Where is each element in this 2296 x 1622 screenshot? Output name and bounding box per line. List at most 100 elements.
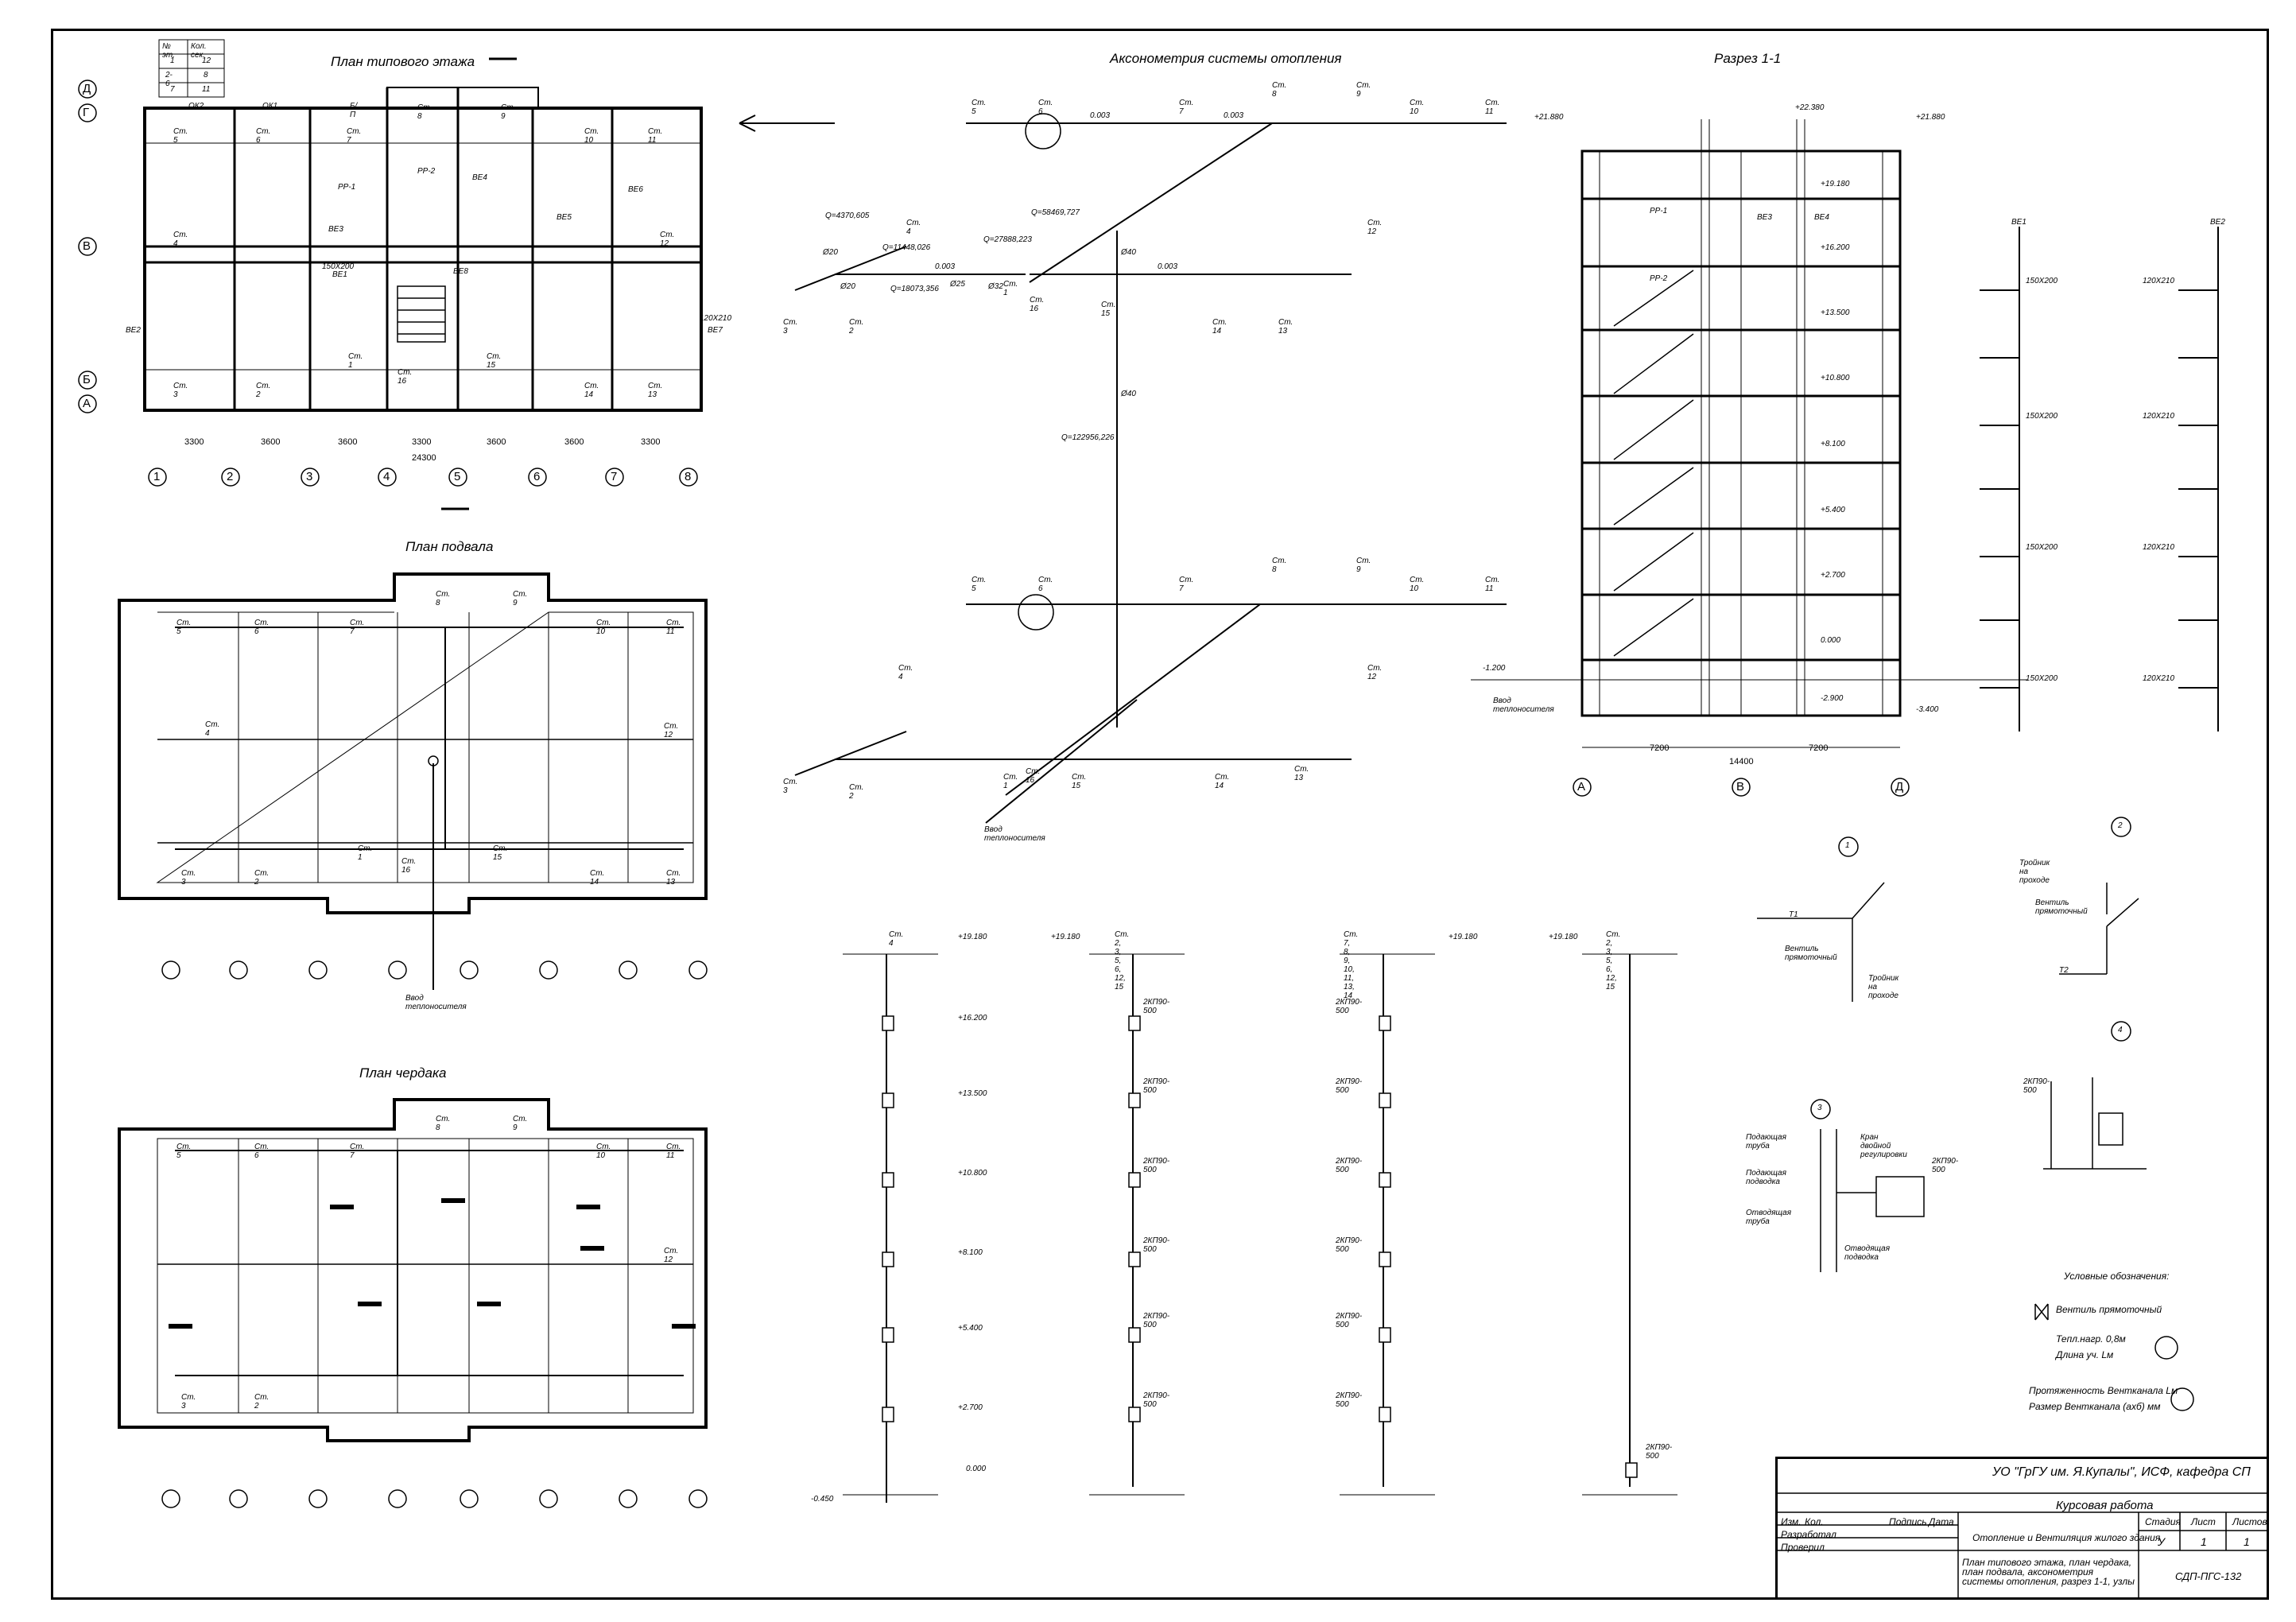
plan-label: ВЕ1 bbox=[332, 270, 347, 279]
stamp-sheet-desc: План типового этажа, план чердака, план … bbox=[1962, 1557, 2135, 1587]
axo-load: Q=4370,605 bbox=[825, 211, 870, 220]
stamp-role: Разработал bbox=[1781, 1529, 1836, 1540]
axis-4: 4 bbox=[383, 470, 390, 483]
stamp-stage-val: 1 bbox=[2244, 1535, 2250, 1548]
section-riser: РР-2 bbox=[1650, 274, 1668, 283]
plan-label: 120Х210 bbox=[700, 314, 732, 323]
title-block: УО "ГрГУ им. Я.Купалы", ИСФ, кафедра СП … bbox=[1775, 1457, 2269, 1600]
duct-size: 150Х200 bbox=[2026, 674, 2058, 683]
axis-6: 6 bbox=[533, 470, 541, 483]
axo-riser-lower: Ст. 9 bbox=[1356, 557, 1371, 574]
duct-riser-title: ВЕ1 bbox=[2011, 218, 2026, 227]
legend-item: Тепл.нагр. 0,8м bbox=[2056, 1333, 2126, 1345]
duct-size: 150Х200 bbox=[2026, 277, 2058, 285]
axo-slope: 0.003 bbox=[1224, 111, 1244, 120]
riser-diagrams bbox=[843, 953, 1677, 1503]
detail-label: Тройник на проходе bbox=[2019, 859, 2050, 885]
section-inlet: Ввод теплоносителя bbox=[1493, 697, 1554, 714]
stamp-role: Проверил bbox=[1781, 1542, 1825, 1553]
attic-riser: Ст. 8 bbox=[436, 1115, 451, 1132]
room-label: Ст. 4 bbox=[173, 231, 188, 248]
plan-label: Б/П bbox=[350, 102, 358, 119]
plan-label: ВЕ4 bbox=[472, 173, 487, 182]
axis-5: 5 bbox=[454, 470, 461, 483]
riser-level: +2.700 bbox=[958, 1403, 983, 1412]
stamp-stage-hdr: Стадия bbox=[2145, 1516, 2181, 1527]
stamp-col: Кол. bbox=[1805, 1516, 1824, 1527]
axo-riser-lower: Ст. 10 bbox=[1410, 576, 1425, 593]
detail-label: 2КП90-500 bbox=[1932, 1157, 1959, 1174]
section-1-1 bbox=[1471, 119, 2027, 748]
axo-riser: Ст. 3 bbox=[783, 318, 798, 336]
basement-riser: Ст. 3 bbox=[181, 869, 196, 887]
attic-riser: Ст. 2 bbox=[254, 1393, 270, 1411]
duct-size: 150Х200 bbox=[2026, 412, 2058, 421]
riser-diagram-title: Ст. 4 bbox=[889, 930, 904, 948]
axo-diam: Ø20 bbox=[840, 282, 855, 291]
axo-riser-lower: Ст. 15 bbox=[1072, 773, 1087, 790]
axis-8: 8 bbox=[685, 470, 692, 483]
axo-riser: Ст. 13 bbox=[1278, 318, 1293, 336]
plan-label: ВЕ2 bbox=[126, 326, 141, 335]
radiator-label: 2КП90-500 bbox=[1336, 998, 1363, 1015]
legend-item: Размер Вентканала (ахб) мм bbox=[2029, 1401, 2161, 1412]
stamp-project: Отопление и Вентиляция жилого здания bbox=[1972, 1532, 2161, 1543]
attic-riser: Ст. 7 bbox=[350, 1143, 365, 1160]
section-riser: РР-1 bbox=[1650, 207, 1668, 215]
plan-label: ОК1 bbox=[262, 102, 278, 111]
detail-label: Отводящая труба bbox=[1746, 1209, 1792, 1226]
valve-symbol bbox=[2034, 1303, 2194, 1411]
axis-7: 7 bbox=[611, 470, 618, 483]
section-level: -2.900 bbox=[1821, 694, 1844, 703]
legend-title: Условные обозначения: bbox=[2064, 1271, 2170, 1282]
basement-riser: Ст. 12 bbox=[664, 722, 679, 739]
room-label: Ст. 7 bbox=[347, 127, 362, 145]
axis-3: 3 bbox=[306, 470, 313, 483]
attic-riser: Ст. 6 bbox=[254, 1143, 270, 1160]
stamp-code: СДП-ПГС-132 bbox=[2175, 1570, 2242, 1582]
legend-item: Протяженность Вентканала Lм bbox=[2029, 1385, 2178, 1396]
room-label: Ст. 5 bbox=[173, 127, 188, 145]
axis-1: 1 bbox=[153, 470, 161, 483]
axo-riser-lower: Ст. 8 bbox=[1272, 557, 1287, 574]
radiator-label: 2КП90-500 bbox=[1336, 1157, 1363, 1174]
legend-item: Длина уч. Lм bbox=[2056, 1349, 2114, 1360]
detail-label: Тройник на проходе bbox=[1868, 974, 1899, 1000]
riser-level: +19.180 bbox=[1549, 933, 1578, 941]
riser-level: +8.100 bbox=[958, 1248, 983, 1257]
plan-label: ВЕ6 bbox=[628, 185, 643, 194]
axo-riser: Ст. 11 bbox=[1485, 99, 1500, 116]
axo-riser: Ст. 8 bbox=[1272, 81, 1287, 99]
section-level: +22.380 bbox=[1795, 103, 1825, 112]
axo-riser-lower: Ст. 16 bbox=[1026, 767, 1041, 785]
plan-label: ВЕ3 bbox=[328, 225, 343, 234]
section-level: -3.400 bbox=[1916, 705, 1939, 714]
axo-slope: 0.003 bbox=[935, 262, 956, 271]
radiator-label: 2КП90-500 bbox=[1143, 1077, 1170, 1095]
stamp-col: Подпись bbox=[1889, 1516, 1927, 1527]
attic-riser: Ст. 12 bbox=[664, 1247, 679, 1264]
room-label: Ст. 9 bbox=[501, 103, 516, 121]
stamp-col: Дата bbox=[1929, 1516, 1954, 1527]
section-level: 0.000 bbox=[1821, 636, 1841, 645]
section-axis-A: А bbox=[1577, 780, 1586, 794]
section-riser: ВЕ4 bbox=[1814, 213, 1829, 222]
axo-riser-lower: Ст. 7 bbox=[1179, 576, 1194, 593]
detail-label: Подающая труба bbox=[1746, 1133, 1786, 1151]
section-level: +8.100 bbox=[1821, 440, 1845, 448]
floor-plan-title: План типового этажа bbox=[331, 54, 475, 69]
section-total: 14400 bbox=[1729, 757, 1754, 766]
axis-A: А bbox=[83, 397, 91, 410]
table-cell: 11 bbox=[202, 85, 211, 94]
section-level: -1.200 bbox=[1483, 664, 1506, 673]
axo-slope: 0.003 bbox=[1090, 111, 1111, 120]
room-label: Ст. 11 bbox=[648, 127, 663, 145]
section-axis-V: В bbox=[1736, 780, 1745, 794]
table-cell: 8 bbox=[204, 71, 208, 80]
table-cell: 1 bbox=[170, 56, 175, 65]
detail-id: 1 bbox=[1845, 841, 1850, 850]
duct-size: 150Х200 bbox=[2026, 543, 2058, 552]
axo-riser: Ст. 14 bbox=[1212, 318, 1228, 336]
detail-id: 2 bbox=[2118, 821, 2123, 830]
axis-G: Г bbox=[83, 106, 90, 119]
